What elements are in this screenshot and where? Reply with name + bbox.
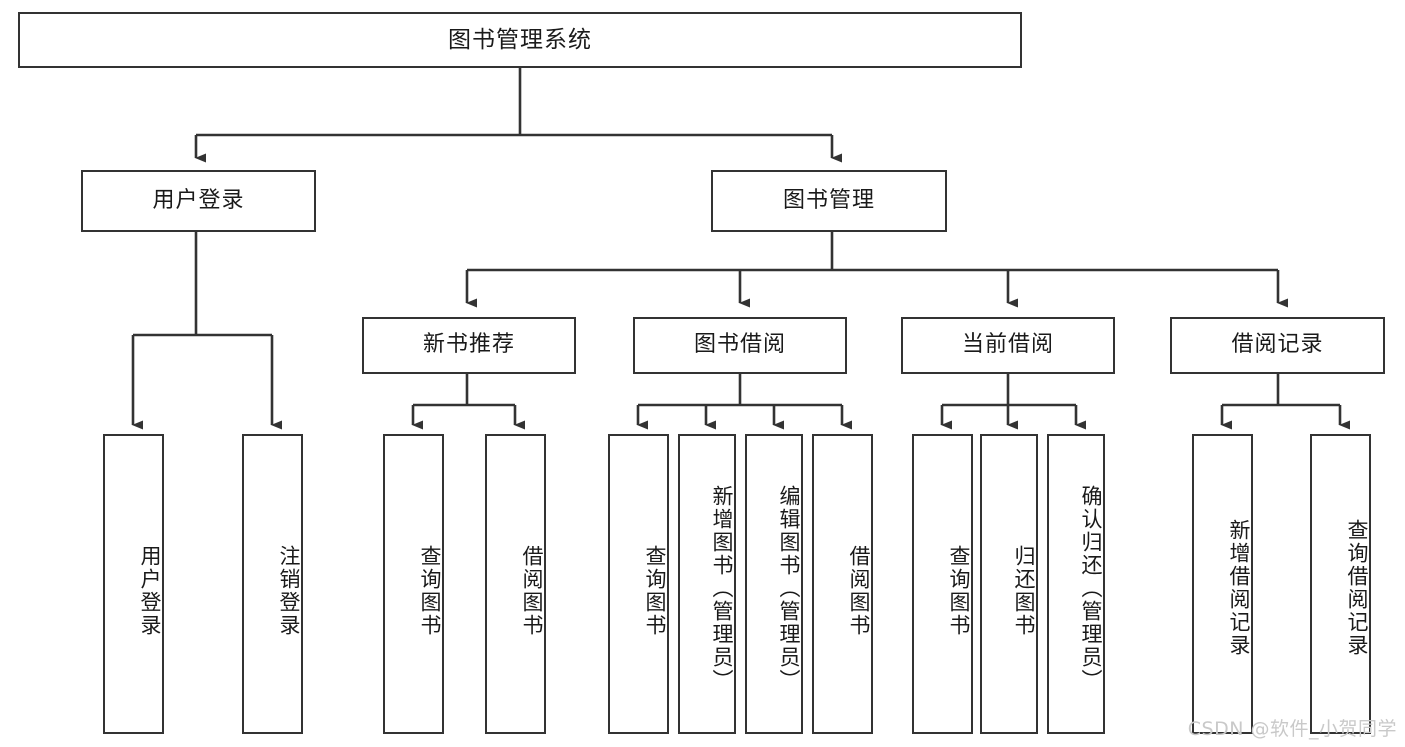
node-current-borrow[interactable]: 当前借阅 xyxy=(901,317,1115,374)
leaf-borrow-book[interactable]: 借阅图书 xyxy=(812,434,873,734)
node-borrow-record[interactable]: 借阅记录 xyxy=(1170,317,1385,374)
node-book-manage[interactable]: 图书管理 xyxy=(711,170,947,232)
leaf-add-book-admin[interactable]: 新增图书（管理员） xyxy=(678,434,736,734)
leaf-borrow-book-rec[interactable]: 借阅图书 xyxy=(485,434,546,734)
leaf-logout[interactable]: 注销登录 xyxy=(242,434,303,734)
leaf-user-login[interactable]: 用户登录 xyxy=(103,434,164,734)
leaf-query-book-current[interactable]: 查询图书 xyxy=(912,434,973,734)
leaf-return-book[interactable]: 归还图书 xyxy=(980,434,1038,734)
leaf-add-borrow-record[interactable]: 新增借阅记录 xyxy=(1192,434,1253,734)
leaf-query-book-rec[interactable]: 查询图书 xyxy=(383,434,444,734)
leaf-edit-book-admin[interactable]: 编辑图书（管理员） xyxy=(745,434,803,734)
node-book-borrow[interactable]: 图书借阅 xyxy=(633,317,847,374)
watermark-text: CSDN @软件_小贺同学 xyxy=(1187,718,1397,740)
node-user-login[interactable]: 用户登录 xyxy=(81,170,316,232)
node-new-book-recommend[interactable]: 新书推荐 xyxy=(362,317,576,374)
leaf-query-borrow-record[interactable]: 查询借阅记录 xyxy=(1310,434,1371,734)
leaf-confirm-return-admin[interactable]: 确认归还（管理员） xyxy=(1047,434,1105,734)
node-root-system[interactable]: 图书管理系统 xyxy=(18,12,1022,68)
leaf-query-book-borrow[interactable]: 查询图书 xyxy=(608,434,669,734)
